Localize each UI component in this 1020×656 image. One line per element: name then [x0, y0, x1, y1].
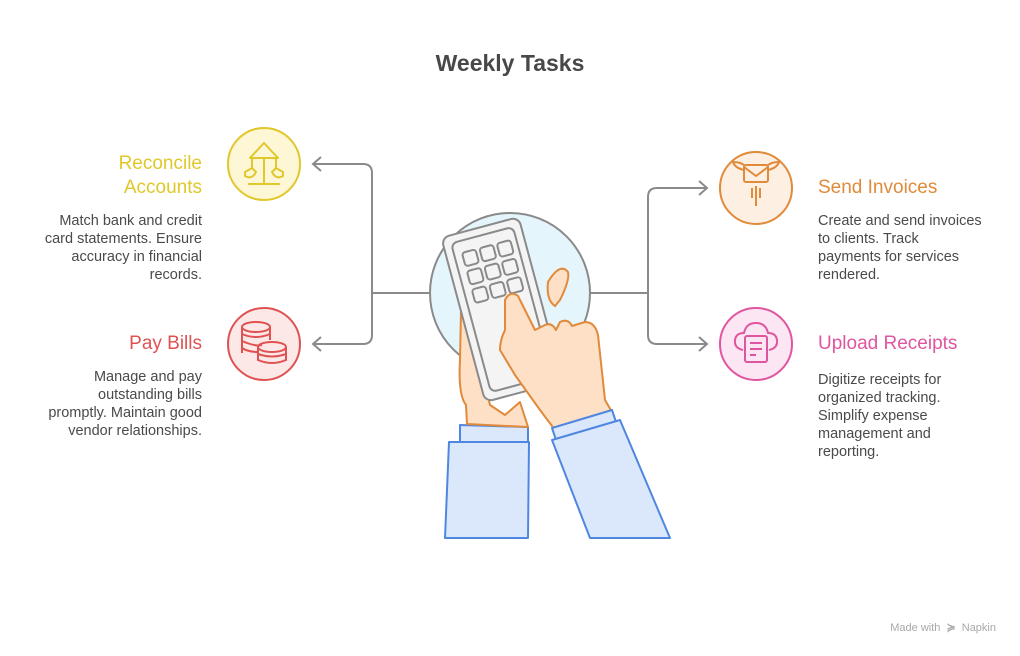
brand-name: Napkin: [961, 622, 996, 634]
left-cuff: [459, 424, 529, 443]
upload-receipts-heading: Upload Receipts: [818, 332, 957, 356]
description-line: card statements. Ensure: [44, 231, 202, 247]
description-line: accuracy in financial: [71, 249, 202, 265]
heading-line: Reconcile: [118, 153, 202, 174]
pay-bills-icon-badge: [227, 307, 301, 381]
footer-attribution[interactable]: Made with ≽ Napkin: [890, 621, 996, 634]
arrow-head-reconcile: [311, 156, 322, 172]
reconcile-accounts-icon-badge: [227, 127, 301, 201]
heading-line: Accounts: [123, 177, 202, 198]
send-invoices-icon-badge: [719, 151, 793, 225]
diagram-title: Weekly Tasks: [435, 50, 585, 76]
description-line: reporting.: [818, 444, 880, 460]
description-line: rendered.: [818, 267, 881, 283]
carousel-icon: [244, 142, 284, 185]
thumb: [546, 267, 570, 308]
description-line: management and: [818, 426, 931, 442]
pay-bills-description: Manage and pay outstanding bills promptl…: [48, 368, 202, 440]
description-line: Manage and pay: [93, 369, 202, 385]
connector-left: [311, 156, 430, 352]
heading-line: Pay Bills: [129, 333, 202, 354]
heading-line: Send Invoices: [818, 177, 938, 198]
description-line: Digitize receipts for: [818, 372, 942, 388]
connector-to-send-invoices: [590, 187, 707, 294]
description-line: payments for services: [818, 249, 960, 265]
send-invoices-description: Create and send invoices to clients. Tra…: [818, 212, 982, 284]
made-with-label: Made with: [890, 622, 941, 634]
reconcile-accounts-description: Match bank and credit card statements. E…: [45, 212, 202, 284]
cloud-document-icon: [733, 322, 779, 363]
description-line: records.: [149, 267, 202, 283]
arrow-head-upload-receipts: [698, 336, 709, 352]
description-line: Create and send invoices: [818, 213, 982, 229]
description-line: organized tracking.: [818, 390, 941, 406]
description-line: to clients. Track: [818, 231, 919, 247]
coins-icon: [241, 321, 287, 364]
calculator-hands-illustration: [442, 217, 671, 539]
send-invoices-heading: Send Invoices: [818, 176, 937, 200]
description-line: Simplify expense: [818, 408, 928, 424]
description-line: promptly. Maintain good: [48, 405, 202, 421]
arrow-head-send-invoices: [698, 180, 709, 196]
arrow-head-pay-bills: [311, 336, 322, 352]
napkin-logo-icon: ≽: [946, 622, 956, 634]
heading-line: Upload Receipts: [818, 333, 958, 354]
connector-to-reconcile: [313, 163, 430, 294]
right-sleeve: [551, 419, 671, 539]
upload-receipts-description: Digitize receipts for organized tracking…: [818, 371, 941, 461]
description-line: outstanding bills: [98, 387, 202, 403]
right-hand: [499, 292, 613, 431]
connector-right: [590, 180, 709, 352]
description-line: vendor relationships.: [68, 423, 202, 439]
calculator-keys: [461, 239, 525, 304]
connector-to-pay-bills: [313, 293, 373, 345]
description-line: Match bank and credit: [59, 213, 202, 229]
winged-envelope-icon: [732, 161, 780, 206]
reconcile-accounts-heading: Reconcile Accounts: [119, 152, 202, 200]
pay-bills-heading: Pay Bills: [129, 332, 202, 356]
left-sleeve: [444, 441, 530, 539]
connector-to-upload-receipts: [647, 293, 707, 345]
upload-receipts-icon-badge: [719, 307, 793, 381]
